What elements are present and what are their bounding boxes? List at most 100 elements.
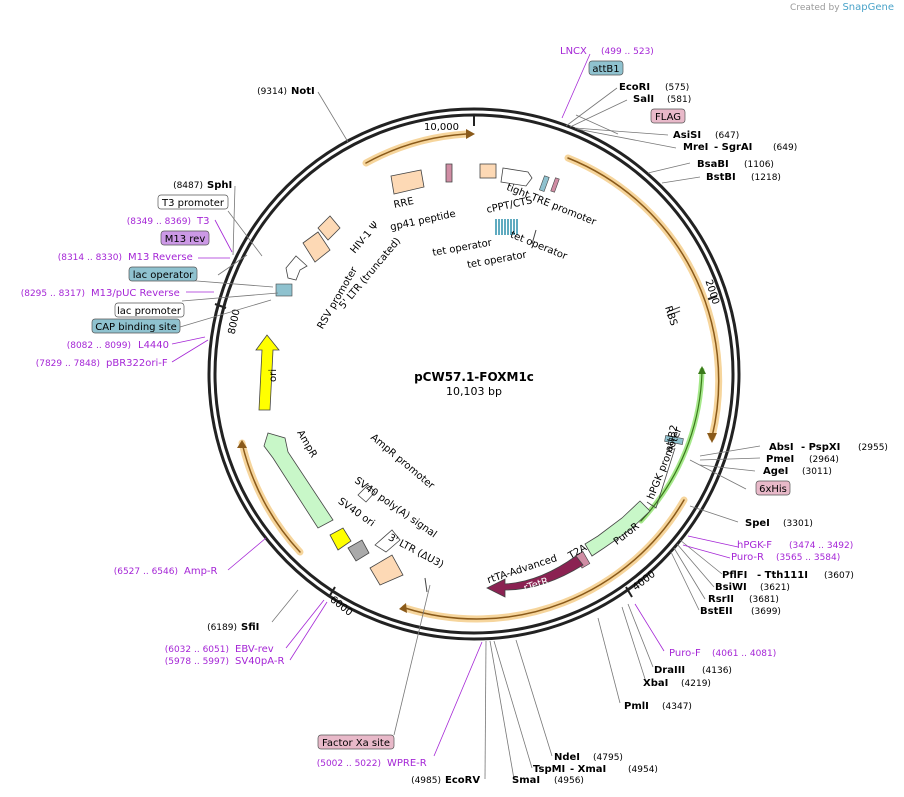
box-6xhis[interactable]: 6xHis [755,480,791,496]
primer-t3[interactable]: T3 [196,216,209,227]
plasmid-name: pCW57.1-FOXM1c [414,370,534,384]
box-lac-promoter[interactable]: lac promoter [114,302,185,318]
enzyme-xbaI-pos: (4219) [681,679,711,689]
enzyme-xmaI[interactable]: - XmaI [570,764,606,775]
box-factor-xa-site[interactable]: Factor Xa site [317,734,395,750]
feature-sv40-ori: SV40 ori [329,496,377,562]
arrow-head-5 [698,366,706,374]
primer-l4440[interactable]: L4440 [138,340,169,351]
enzyme-sfiI[interactable]: SfiI [241,622,259,633]
arrow-head-2 [707,433,717,443]
enzyme-smaI[interactable]: SmaI [512,775,540,786]
box-cap-binding-site[interactable]: CAP binding site [91,318,181,334]
enzyme-pmlI[interactable]: PmlI [624,701,649,712]
enzyme-pflFI[interactable]: PflFI [722,570,747,581]
primer-ebv-rev-pos: (6032 .. 6051) [165,645,229,655]
enzyme-ecoRI[interactable]: EcoRI [619,82,650,93]
enzyme-sphI[interactable]: SphI [207,180,232,191]
primer-lncx-pos: (499 .. 523) [601,47,654,57]
feature-rtta: rtTA-Advanced rTetR [486,553,584,598]
svg-text:Factor Xa site: Factor Xa site [322,738,390,749]
enzyme-absI[interactable]: AbsI [769,442,794,453]
primer-pbr322ori-f[interactable]: pBR322ori-F [106,358,168,369]
enzyme-bstBI-pos: (1218) [751,173,781,183]
enzyme-ecoRV[interactable]: EcoRV [445,775,480,786]
primer-hpgk-f-pos: (3474 .. 3492) [789,541,853,551]
svg-text:tet operator: tet operator [432,237,494,258]
box-flag[interactable]: FLAG [650,108,686,124]
enzyme-speI-pos: (3301) [783,519,813,529]
enzyme-bsaBI[interactable]: BsaBI [697,159,729,170]
enzyme-bstEII[interactable]: BstEII [700,606,733,617]
primer-m13-reverse[interactable]: M13 Reverse [128,252,193,263]
enzyme-tspMI[interactable]: TspMI [533,764,565,775]
svg-text:ori: ori [268,369,279,382]
box-m13-rev[interactable]: M13 rev [160,230,210,246]
enzyme-pmeI[interactable]: PmeI [766,454,794,465]
enzyme-sgrAI[interactable]: - SgrAI [714,142,752,153]
tick-marks [214,114,718,598]
svg-text:AmpR promoter: AmpR promoter [368,432,437,492]
primer-ebv-rev[interactable]: EBV-rev [235,644,274,655]
primer-sv40pa-r[interactable]: SV40pA-R [235,656,284,667]
primer-puro-r[interactable]: Puro-R [731,552,764,563]
plasmid-size: 10,103 bp [446,385,502,398]
primer-t3-pos: (8349 .. 8369) [127,217,191,227]
svg-text:6xHis: 6xHis [759,484,787,495]
primer-amp-r-pos: (6527 .. 6546) [114,567,178,577]
snapgene-credit: Created by SnapGene [790,2,894,13]
primer-m13-puc-reverse[interactable]: M13/pUC Reverse [91,288,180,299]
enzyme-ecoRV-pos: (4985) [411,776,441,786]
enzyme-notI-pos: (9314) [257,87,287,97]
svg-text:FLAG: FLAG [655,112,681,123]
enzyme-notI[interactable]: NotI [291,86,315,97]
svg-text:attB1: attB1 [592,64,619,75]
enzyme-ecoRI-pos: (575) [665,83,689,93]
svg-text:lac promoter: lac promoter [117,306,182,317]
enzyme-bstBI[interactable]: BstBI [706,172,736,183]
svg-text:HIV-1 Ψ: HIV-1 Ψ [349,220,382,256]
enzyme-tth111I[interactable]: - Tth111I [757,570,808,581]
enzyme-draIII[interactable]: DraIII [654,665,685,676]
backbone-outer-ring [207,107,741,641]
primer-puro-f[interactable]: Puro-F [669,648,701,659]
feature-ori: ori [255,334,280,411]
enzyme-ageI[interactable]: AgeI [763,466,788,477]
box-t3-promoter[interactable]: T3 promoter [157,194,229,210]
enzyme-bstEII-pos: (3699) [751,607,781,617]
primer-wpre-r-pos: (5002 .. 5022) [317,759,381,769]
primer-wpre-r[interactable]: WPRE-R [387,758,427,769]
enzyme-asiSI-pos: (647) [715,131,739,141]
enzyme-mreI-pos: (649) [773,143,797,153]
enzyme-rsrII[interactable]: RsrII [708,594,734,605]
enzyme-bsiWI[interactable]: BsiWI [715,582,747,593]
enzyme-salI[interactable]: SalI [633,94,654,105]
enzyme-mreI[interactable]: MreI [683,142,708,153]
svg-text:SV40 ori: SV40 ori [336,496,377,529]
enzyme-pmeI-pos: (2964) [809,455,839,465]
primer-l4440-pos: (8082 .. 8099) [67,341,131,351]
feature-tet-operators: tet operator tet operator tet operator [432,219,569,271]
enzyme-ndeI-pos: (4795) [593,753,623,763]
primer-lncx[interactable]: LNCX [560,46,587,57]
enzyme-leader-lines [179,87,761,780]
enzyme-pspXI[interactable]: - PspXI [801,442,840,453]
primer-hpgk-f[interactable]: hPGK-F [737,540,772,551]
enzyme-rsrII-pos: (3681) [749,595,779,605]
tick-label-8000: 8000 [227,308,243,335]
arrow-head-1 [466,129,475,139]
enzyme-ndeI[interactable]: NdeI [554,752,580,763]
enzyme-asiSI[interactable]: AsiSI [673,130,701,141]
svg-text:AmpR: AmpR [294,428,318,459]
primer-puro-r-pos: (3565 .. 3584) [776,553,840,563]
box-attb1[interactable]: attB1 [588,60,624,76]
enzyme-xbaI[interactable]: XbaI [643,678,668,689]
enzyme-pmlI-pos: (4347) [662,702,692,712]
enzyme-ageI-pos: (3011) [802,467,832,477]
enzyme-speI[interactable]: SpeI [745,518,770,529]
primer-m13-puc-reverse-pos: (8295 .. 8317) [21,289,85,299]
box-lac-operator[interactable]: lac operator [128,266,198,282]
primer-amp-r[interactable]: Amp-R [184,566,218,577]
enzyme-bsiWI-pos: (3621) [760,583,790,593]
